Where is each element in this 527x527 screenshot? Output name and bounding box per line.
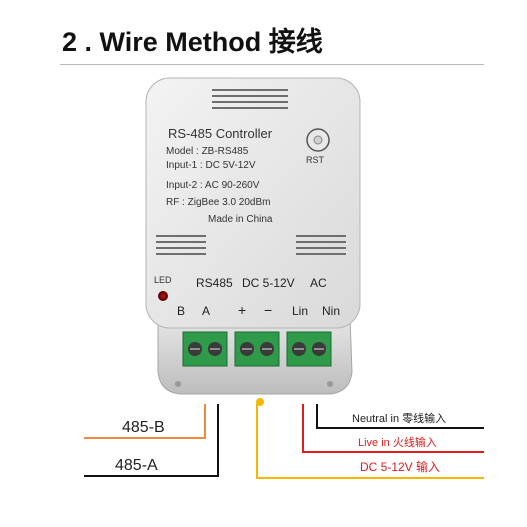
heading-divider bbox=[60, 64, 484, 65]
right-vent-grille bbox=[296, 235, 346, 255]
pin-label-a: A bbox=[202, 304, 210, 318]
device-made-in: Made in China bbox=[208, 214, 273, 225]
label-485b: 485-B bbox=[122, 419, 165, 436]
port-label-dc: DC 5-12V bbox=[242, 276, 295, 290]
mount-hole bbox=[327, 381, 333, 387]
device-rf-line: RF : ZigBee 3.0 20dBm bbox=[166, 197, 271, 208]
pin-label-b: B bbox=[177, 304, 185, 318]
terminal-block-ac bbox=[286, 331, 332, 367]
wire-485a bbox=[84, 404, 219, 477]
mount-hole bbox=[175, 381, 181, 387]
left-vent-grille bbox=[156, 235, 206, 255]
wire-485b bbox=[84, 404, 206, 439]
pin-label-plus: + bbox=[238, 302, 246, 318]
port-label-ac: AC bbox=[310, 276, 327, 290]
pin-label-lin: Lin bbox=[292, 304, 308, 318]
rst-label: RST bbox=[306, 155, 325, 165]
pin-label-nin: Nin bbox=[322, 304, 340, 318]
terminal-block-dc bbox=[234, 331, 280, 367]
led-label: LED bbox=[154, 275, 172, 285]
device-model-line: Model : ZB-RS485 bbox=[166, 146, 249, 157]
device-input2-line: Input-2 : AC 90-260V bbox=[166, 180, 260, 191]
label-485a: 485-A bbox=[115, 457, 158, 474]
wire-dc bbox=[256, 404, 484, 479]
device-input1-line: Input-1 : DC 5V-12V bbox=[166, 160, 256, 171]
pin-label-minus: − bbox=[264, 302, 272, 318]
led-indicator bbox=[158, 291, 168, 301]
wire-live bbox=[302, 404, 484, 453]
top-vent-grille bbox=[212, 89, 288, 109]
section-heading: 2 . Wire Method 接线 bbox=[62, 27, 323, 57]
terminal-block-rs485 bbox=[182, 331, 228, 367]
port-label-rs485: RS485 bbox=[196, 276, 233, 290]
label-neutral-in: Neutral in 零线输入 bbox=[352, 411, 446, 425]
label-dc-in: DC 5-12V 输入 bbox=[360, 459, 440, 474]
device-title: RS-485 Controller bbox=[168, 126, 273, 141]
label-live-in: Live in 火线输入 bbox=[358, 435, 437, 449]
wire-neutral bbox=[316, 404, 484, 429]
